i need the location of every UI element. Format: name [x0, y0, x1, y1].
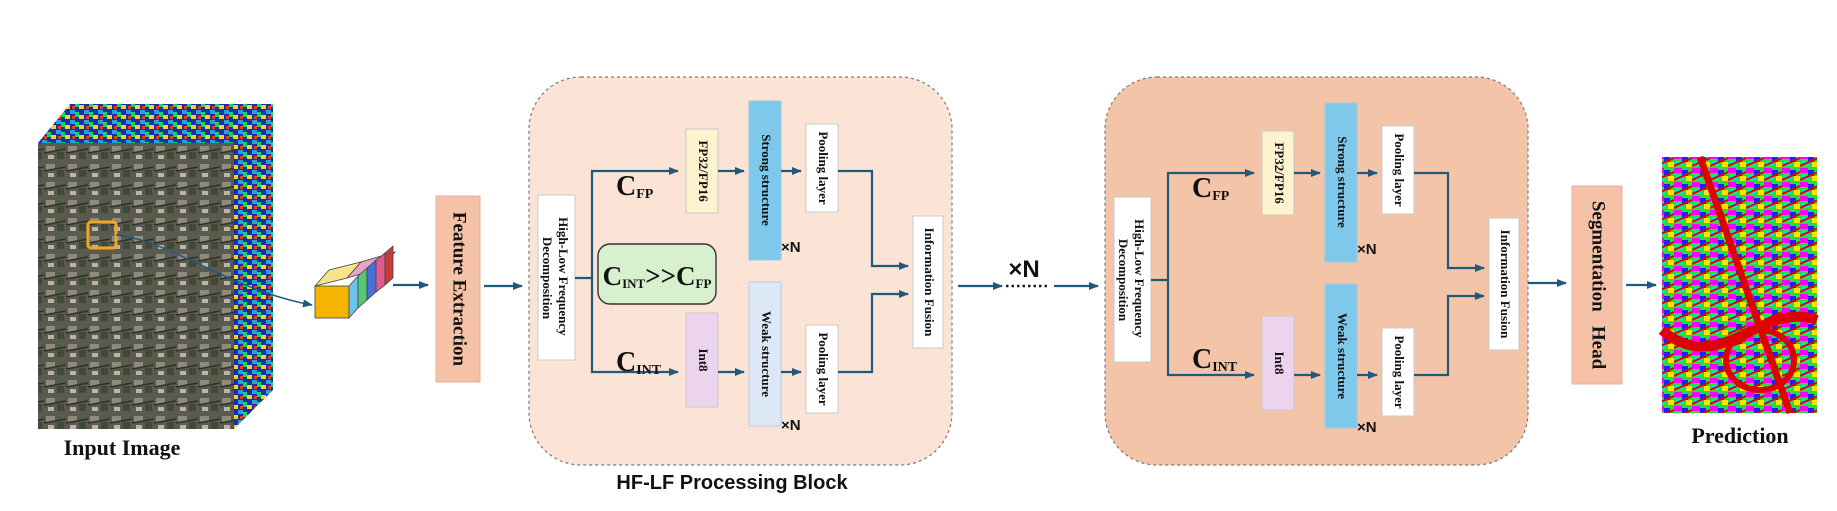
segmentation-head-label: Segmentation Head — [1588, 201, 1609, 370]
cube-side-face — [234, 104, 273, 429]
c-fp-label-1: CFP — [616, 171, 654, 202]
information-fusion-box-1 — [912, 215, 944, 349]
repeat-strong-2: ×N — [1357, 241, 1377, 258]
hf-lf-block-1 — [528, 76, 953, 466]
prediction-label: Prediction — [1691, 423, 1788, 448]
pooling-label-2a: Pooling layer — [1392, 133, 1407, 207]
input-image-label: Input Image — [64, 435, 181, 460]
feature-extraction-box — [435, 195, 481, 383]
repeat-blocks-label: ×N — [1008, 256, 1039, 283]
hl-decomposition-label-2: High-Low Frequency Decomposition — [1116, 219, 1147, 341]
int-label-1: Int8 — [696, 348, 711, 372]
feature-extraction-label: Feature Extraction — [449, 212, 470, 367]
weak-structure-label-2: Weak structure — [1335, 313, 1350, 399]
c-int-label-2: CINT — [1192, 344, 1238, 375]
information-fusion-label-2: Information Fusion — [1498, 230, 1513, 339]
strong-structure-box-2 — [1324, 102, 1358, 263]
repeat-strong-1: ×N — [781, 239, 801, 256]
weak-structure-box-1 — [748, 281, 782, 427]
fp-label-2: FP32/FP16 — [1272, 142, 1287, 204]
pooling-layer-2a — [1381, 125, 1415, 215]
patch-arrow — [115, 234, 313, 308]
information-fusion-box-2 — [1488, 217, 1520, 351]
fp-box-1 — [685, 128, 719, 214]
input-image-cube — [38, 104, 313, 429]
int-box-2 — [1261, 315, 1295, 411]
strong-structure-label-1: Strong structure — [759, 134, 774, 226]
weak-structure-box-2 — [1324, 283, 1358, 429]
pooling-layer-1a — [805, 123, 839, 213]
information-fusion-label-1: Information Fusion — [922, 228, 937, 337]
strong-structure-box-1 — [748, 100, 782, 261]
int-box-1 — [685, 312, 719, 408]
strong-structure-label-2: Strong structure — [1335, 136, 1350, 228]
pooling-label-1a: Pooling layer — [816, 131, 831, 205]
pooling-layer-2b — [1381, 327, 1415, 417]
comparison-label: CINT>>CFP — [603, 261, 712, 291]
prediction-map — [1658, 155, 1819, 415]
patch-cube — [313, 245, 397, 320]
c-fp-label-2: CFP — [1192, 173, 1230, 204]
pooling-label-1b: Pooling layer — [816, 332, 831, 406]
hl-decomposition-box-1 — [537, 194, 576, 361]
repeat-weak-1: ×N — [781, 417, 801, 434]
pooling-label-2b: Pooling layer — [1392, 335, 1407, 409]
weak-structure-label-1: Weak structure — [759, 311, 774, 397]
block-title: HF-LF Processing Block — [616, 472, 848, 494]
pooling-layer-1b — [805, 324, 839, 414]
hl-decomposition-label-1: High-Low Frequency Decomposition — [540, 217, 571, 339]
repeat-weak-2: ×N — [1357, 419, 1377, 436]
int-label-2: Int8 — [1272, 351, 1287, 375]
hl-decomposition-box-2 — [1113, 196, 1152, 363]
c-int-label-1: CINT — [616, 347, 662, 378]
segmentation-head-box — [1571, 185, 1623, 385]
satellite-image — [38, 143, 234, 429]
comparison-box — [597, 243, 717, 305]
cube-top-face — [38, 104, 273, 143]
fp-label-1: FP32/FP16 — [696, 140, 711, 202]
